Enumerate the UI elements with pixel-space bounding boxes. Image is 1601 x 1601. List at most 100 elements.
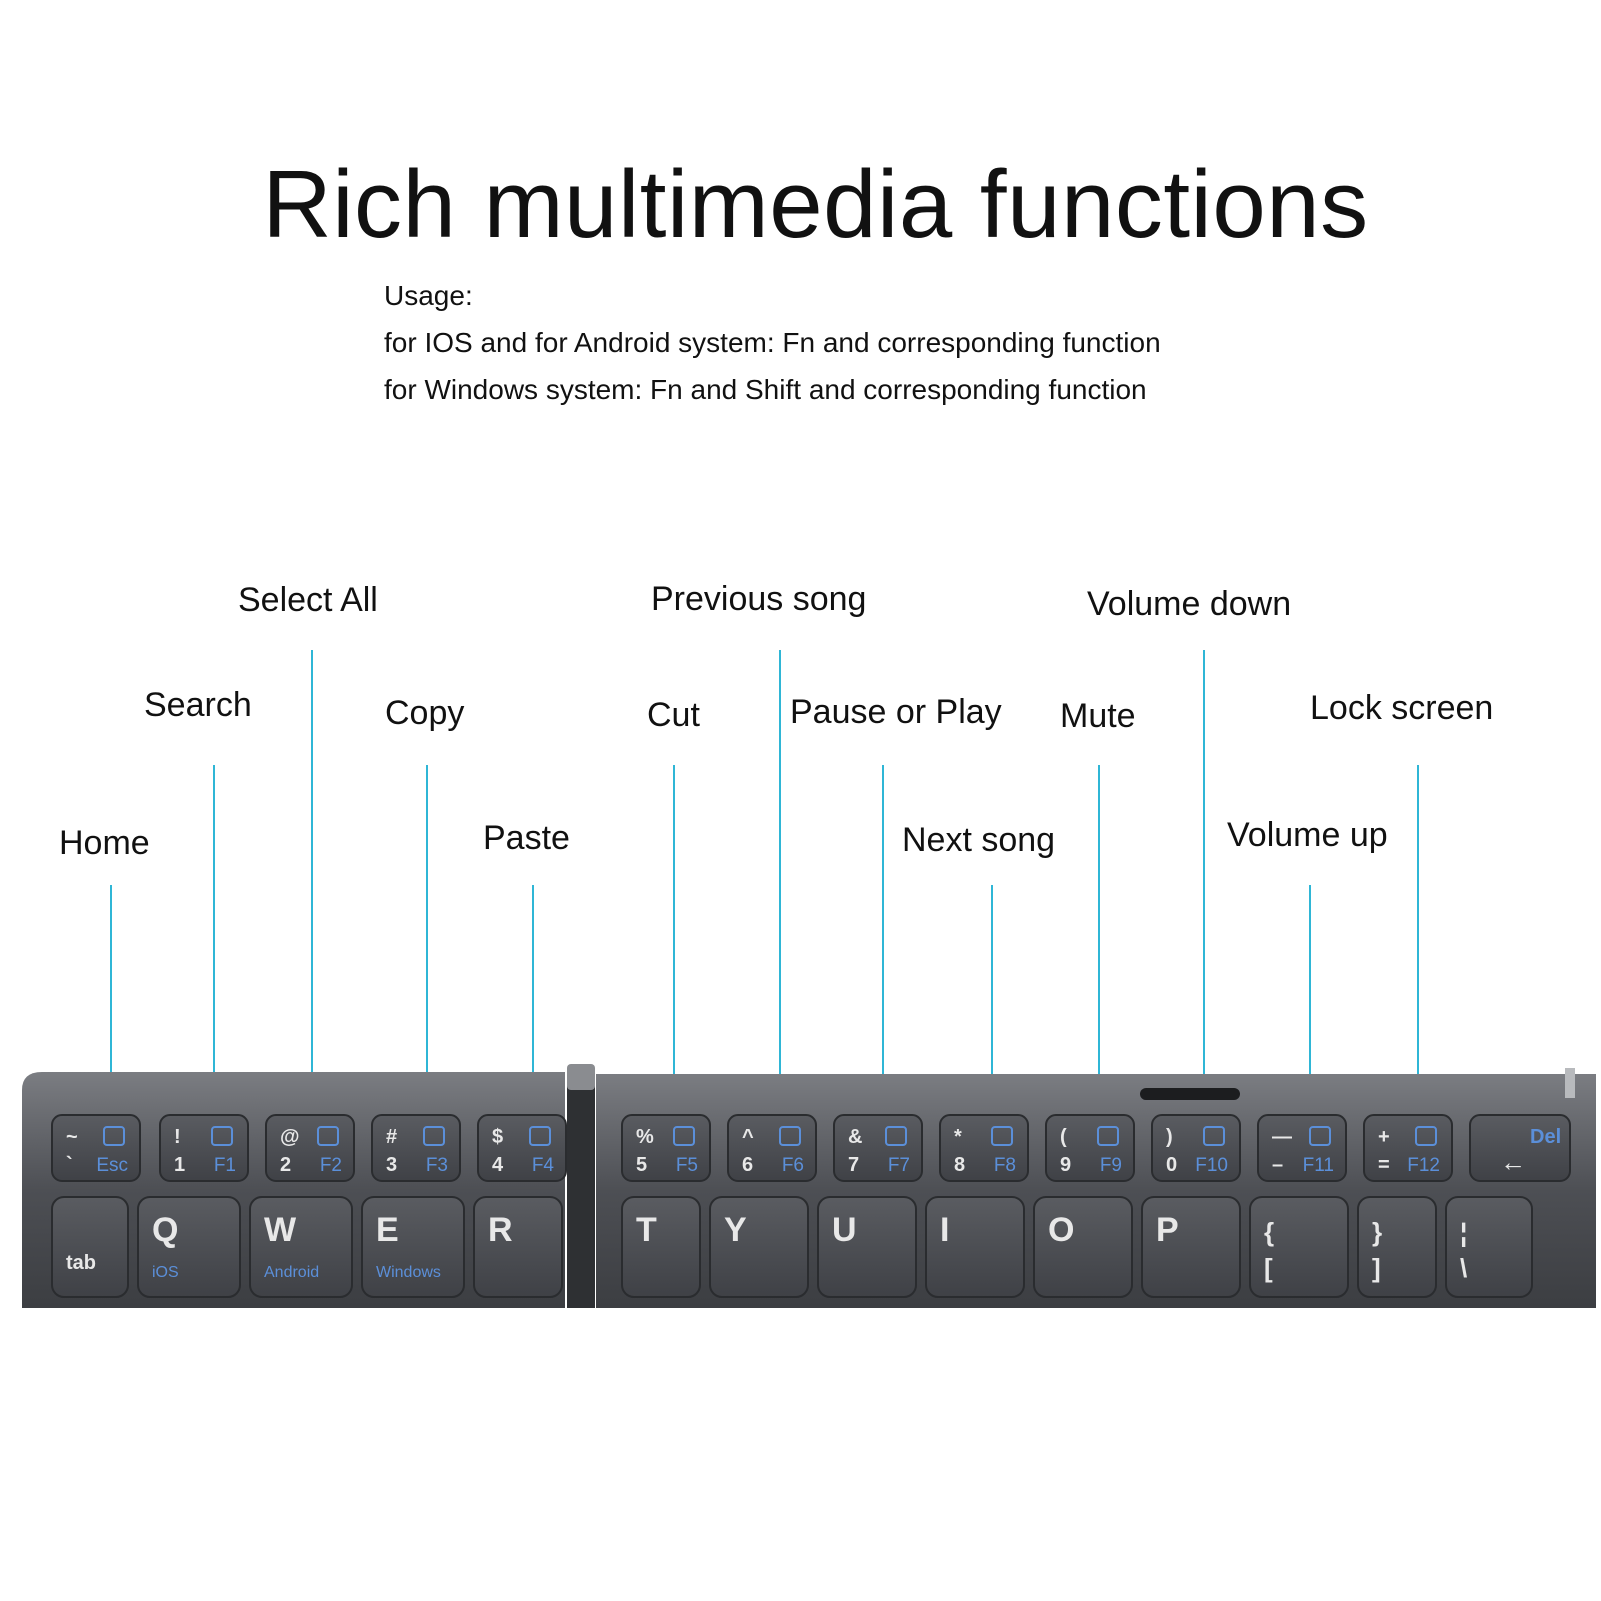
- label-pause-play: Pause or Play: [790, 693, 1002, 731]
- leader-line-search: [213, 765, 215, 1130]
- svg-text:4: 4: [492, 1154, 504, 1176]
- volume-down-icon: [1203, 1126, 1225, 1146]
- svg-text:Esc: Esc: [96, 1155, 128, 1176]
- next-track-icon: [991, 1126, 1013, 1146]
- svg-text:Y: Y: [724, 1211, 747, 1249]
- key-f12: +=F12: [1363, 1114, 1453, 1182]
- svg-text:iOS: iOS: [152, 1264, 179, 1281]
- svg-text:U: U: [832, 1211, 857, 1249]
- svg-text:1: 1: [174, 1154, 185, 1176]
- svg-text:F3: F3: [426, 1155, 448, 1176]
- leader-line-paste: [532, 885, 534, 1130]
- svg-text:8: 8: [954, 1154, 965, 1176]
- usage-text: Usage: for IOS and for Android system: F…: [384, 272, 1161, 413]
- svg-text:¦: ¦: [1460, 1217, 1467, 1247]
- leader-line-previous-song: [779, 650, 781, 1130]
- label-select-all: Select All: [238, 581, 378, 619]
- svg-text:}: }: [1372, 1217, 1382, 1247]
- label-cut: Cut: [647, 696, 700, 734]
- svg-text:$: $: [492, 1126, 503, 1148]
- usage-heading: Usage:: [384, 280, 473, 311]
- keyboard-slot: [1140, 1088, 1240, 1100]
- previous-track-icon: [779, 1126, 801, 1146]
- key-P: P: [1141, 1196, 1241, 1298]
- paste-icon: [529, 1126, 551, 1146]
- lock-icon: [1415, 1126, 1437, 1146]
- svg-text:R: R: [488, 1211, 513, 1249]
- label-home: Home: [59, 824, 150, 862]
- key-I: I: [925, 1196, 1025, 1298]
- label-copy: Copy: [385, 694, 465, 732]
- svg-text:+: +: [1378, 1126, 1390, 1148]
- svg-text:[: [: [1264, 1253, 1273, 1283]
- label-paste: Paste: [483, 819, 570, 857]
- svg-text:—: —: [1272, 1126, 1292, 1148]
- svg-text:]: ]: [1372, 1253, 1381, 1283]
- svg-text:F7: F7: [888, 1155, 910, 1176]
- page-title: Rich multimedia functions: [262, 151, 1369, 258]
- svg-text:Del: Del: [1530, 1126, 1561, 1148]
- svg-text:6: 6: [742, 1154, 753, 1176]
- label-volume-up: Volume up: [1227, 816, 1388, 854]
- svg-text:Windows: Windows: [376, 1264, 441, 1281]
- svg-text:F9: F9: [1100, 1155, 1122, 1176]
- key-{: {[: [1249, 1196, 1349, 1298]
- key-W: W Android: [249, 1196, 353, 1298]
- leader-line-lock-screen: [1417, 765, 1419, 1130]
- leader-line-select-all: [311, 650, 313, 1130]
- leader-line-next-song: [991, 885, 993, 1130]
- svg-text:Q: Q: [152, 1211, 178, 1249]
- hinge-cap: [567, 1064, 595, 1090]
- leader-line-cut: [673, 765, 675, 1130]
- leader-line-pause-play: [882, 765, 884, 1130]
- key-¦: ¦\: [1445, 1196, 1533, 1298]
- key-R: R: [473, 1196, 563, 1298]
- label-next-song: Next song: [902, 821, 1056, 859]
- svg-text:{: {: [1264, 1217, 1274, 1247]
- svg-text:F4: F4: [532, 1155, 555, 1176]
- svg-text:F11: F11: [1303, 1155, 1334, 1176]
- label-mute: Mute: [1060, 697, 1136, 735]
- svg-text:F10: F10: [1195, 1155, 1228, 1176]
- svg-text:7: 7: [848, 1154, 859, 1176]
- svg-text:tab: tab: [66, 1252, 96, 1274]
- svg-text:&: &: [848, 1126, 862, 1148]
- svg-text:Android: Android: [264, 1264, 319, 1281]
- svg-text:F12: F12: [1407, 1155, 1440, 1176]
- select-all-icon: [317, 1126, 339, 1146]
- label-previous-song: Previous song: [651, 580, 867, 618]
- home-icon: [103, 1126, 125, 1146]
- label-volume-down: Volume down: [1087, 585, 1292, 623]
- svg-text:–: –: [1272, 1154, 1283, 1176]
- key-esc: ~`Esc: [51, 1114, 141, 1182]
- key-O: O: [1033, 1196, 1133, 1298]
- svg-text:%: %: [636, 1126, 654, 1148]
- keyboard-hinge: [567, 1068, 595, 1308]
- svg-text:!: !: [174, 1126, 181, 1148]
- svg-text:I: I: [940, 1211, 949, 1249]
- key-f7: & 7 F7: [833, 1114, 923, 1182]
- svg-text:F1: F1: [214, 1155, 236, 1176]
- key-tab: tab: [51, 1196, 129, 1298]
- usage-line-windows: for Windows system: Fn and Shift and cor…: [384, 374, 1147, 405]
- key-f11: — –F11: [1257, 1114, 1347, 1182]
- usage-line-ios-android: for IOS and for Android system: Fn and c…: [384, 327, 1161, 358]
- search-icon: [211, 1126, 233, 1146]
- svg-text:*: *: [954, 1126, 962, 1148]
- svg-text:←: ←: [1500, 1147, 1526, 1177]
- svg-text:W: W: [264, 1211, 297, 1249]
- svg-text:T: T: [636, 1211, 657, 1249]
- key-Y: Y: [709, 1196, 809, 1298]
- volume-up-icon: [1309, 1126, 1331, 1146]
- svg-text:~: ~: [66, 1126, 78, 1148]
- svg-text:): ): [1166, 1126, 1173, 1148]
